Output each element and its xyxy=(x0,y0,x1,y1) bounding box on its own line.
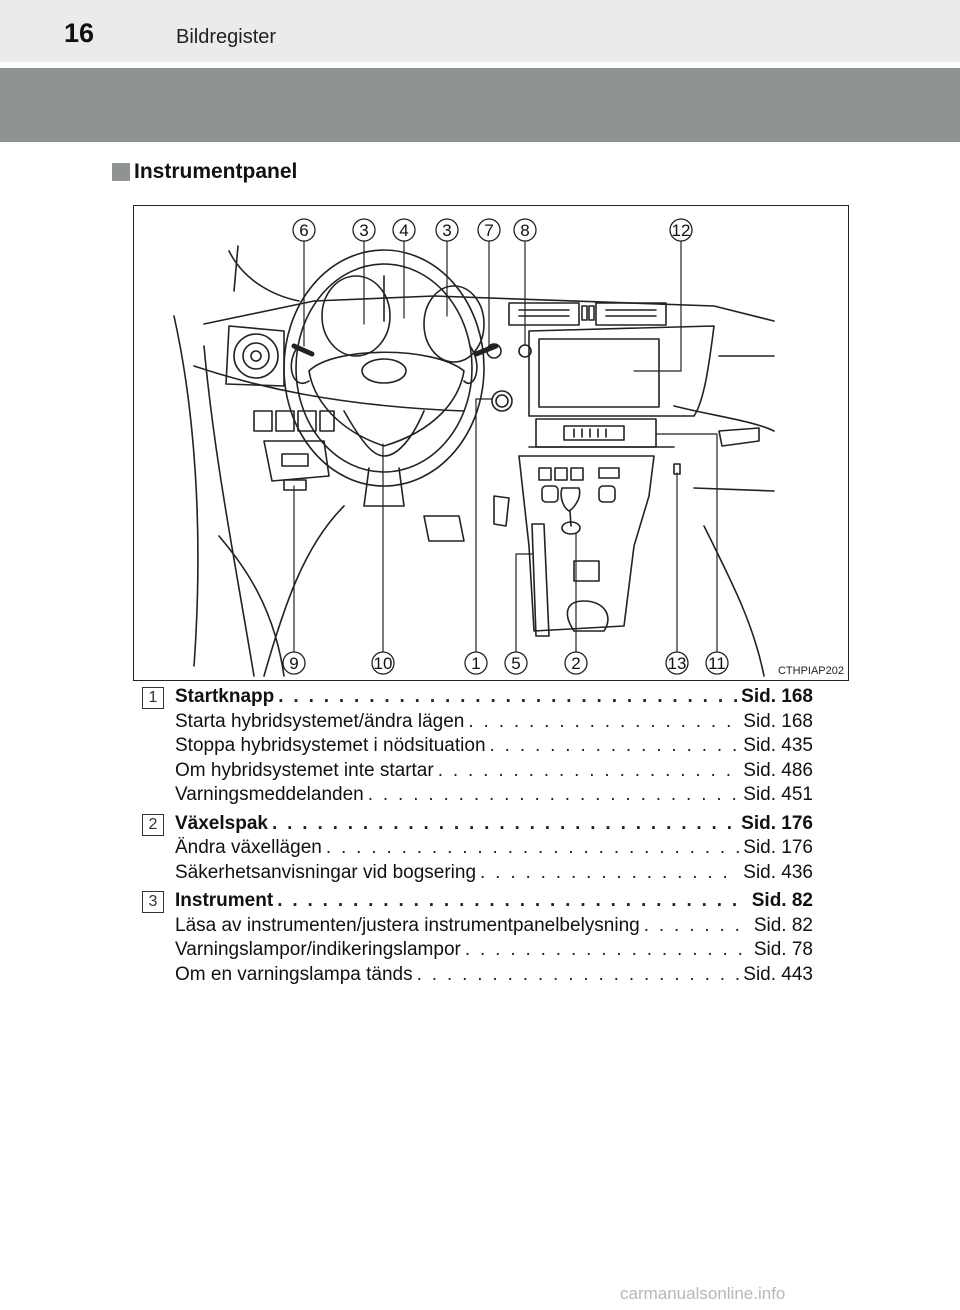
page-heading: Bildregister xyxy=(176,26,277,48)
entry-main-line[interactable]: Instrument Sid. 82 xyxy=(175,890,813,915)
section-bullet-icon xyxy=(112,163,130,181)
index-entry: 2 VäxelspakSid. 176 Ändra växellägenSid.… xyxy=(142,813,822,887)
entry-label: Varningslampor/indikeringslampor xyxy=(175,939,461,960)
page-ref-link[interactable]: Sid. 486 xyxy=(743,759,813,781)
entry-main-line[interactable]: Startknapp Sid. 168 xyxy=(175,686,813,711)
entry-sub-line[interactable]: Varningslampor/indikeringslampor Sid. 78 xyxy=(175,939,813,964)
leader-dots xyxy=(465,939,750,961)
page-ref-link[interactable]: Sid. 168 xyxy=(741,686,813,707)
leader-dots xyxy=(438,760,740,782)
page-ref-link[interactable]: Sid. 78 xyxy=(753,939,813,960)
leader-dots xyxy=(326,837,739,859)
watermark-text: carmanualsonline.info xyxy=(620,1284,786,1303)
entry-sub-line[interactable]: Stoppa hybridsystemet i nödsituation Sid.… xyxy=(175,735,813,760)
callout-top: 6 xyxy=(299,221,308,240)
entry-label: Säkerhetsanvisningar vid bogsering xyxy=(175,861,477,883)
callout-bottom: 2 xyxy=(571,654,580,673)
entry-label: Instrument xyxy=(175,890,274,911)
leader-dots xyxy=(272,813,737,835)
callout-top: 3 xyxy=(359,221,368,240)
dashboard-illustration: 6 3 4 3 7 8 12 9 10 1 5 2 13 11 xyxy=(173,218,775,677)
dashboard-figure: 6 3 4 3 7 8 12 9 10 1 5 2 13 11 CTHPIAP2… xyxy=(133,205,849,681)
index-entry: 3 InstrumentSid. 82 Läsa av instrumenten… xyxy=(142,890,822,988)
callout-top: 4 xyxy=(399,221,408,240)
entry-label: Om hybridsystemet inte startar xyxy=(175,759,434,781)
entry-sub-line[interactable]: Om en varningslampa tänds Sid. 443 xyxy=(175,964,813,989)
leader-dots xyxy=(468,711,739,733)
callout-bottom: 9 xyxy=(289,654,298,673)
section-heading: Instrumentpanel xyxy=(112,157,297,187)
page-ref-link[interactable]: Sid. 82 xyxy=(753,914,813,936)
callout-bottom: 13 xyxy=(668,654,687,673)
callout-bottom: 5 xyxy=(511,654,520,673)
entry-label: Ändra växellägen xyxy=(175,837,322,858)
entry-label: Starta hybridsystemet/ändra lägen xyxy=(175,710,465,732)
entry-marker: 2 xyxy=(142,813,164,836)
leader-dots xyxy=(480,862,739,884)
page-ref-link[interactable]: Sid. 176 xyxy=(741,812,813,834)
section-title: Instrumentpanel xyxy=(134,160,298,183)
page-ref-link[interactable]: Sid. 436 xyxy=(743,861,813,883)
callout-top: 12 xyxy=(672,221,691,240)
callout-bottom: 1 xyxy=(471,654,480,673)
entry-label: Startknapp xyxy=(175,686,275,707)
leader-dots xyxy=(417,964,740,986)
entry-label: Läsa av instrumenten/justera instrumentp… xyxy=(175,914,640,936)
callout-bottom: 10 xyxy=(374,654,393,673)
index-entries: 1 StartknappSid. 168 Starta hybridsystem… xyxy=(142,686,822,992)
page-ref-link[interactable]: Sid. 168 xyxy=(743,710,813,732)
page-ref-link[interactable]: Sid. 82 xyxy=(751,890,813,911)
entry-main-line[interactable]: Växelspak Sid. 176 xyxy=(175,813,813,838)
leader-dots xyxy=(644,915,750,937)
entry-sub-line[interactable]: Ändra växellägen Sid. 176 xyxy=(175,837,813,862)
callout-top: 8 xyxy=(520,221,529,240)
entry-sub-line[interactable]: Säkerhetsanvisningar vid bogsering Sid. 4… xyxy=(175,862,813,887)
page-ref-link[interactable]: Sid. 443 xyxy=(743,963,813,985)
leader-dots xyxy=(368,784,740,806)
page-number: 16 xyxy=(64,18,95,48)
figure-code: CTHPIAP202 xyxy=(777,665,844,677)
entry-sub-line[interactable]: Varningsmeddelanden Sid. 451 xyxy=(175,784,813,809)
page-ref-link[interactable]: Sid. 435 xyxy=(743,735,813,756)
header-band xyxy=(0,68,960,142)
leader-dots xyxy=(277,890,748,912)
leader-dots xyxy=(278,686,737,708)
entry-label: Stoppa hybridsystemet i nödsituation xyxy=(175,735,486,756)
entry-label: Om en varningslampa tänds xyxy=(175,963,413,985)
entry-label: Växelspak xyxy=(175,812,268,834)
index-entry: 1 StartknappSid. 168 Starta hybridsystem… xyxy=(142,686,822,809)
entry-sub-line[interactable]: Om hybridsystemet inte startar Sid. 486 xyxy=(175,760,813,785)
entry-marker: 3 xyxy=(142,891,164,913)
entry-sub-line[interactable]: Starta hybridsystemet/ändra lägen Sid. 16… xyxy=(175,711,813,736)
callout-top: 3 xyxy=(442,221,451,240)
page-header: 16 Bildregister xyxy=(0,0,960,62)
entry-sub-line[interactable]: Läsa av instrumenten/justera instrumentp… xyxy=(175,915,813,940)
entry-marker: 1 xyxy=(142,687,164,709)
page-ref-link[interactable]: Sid. 451 xyxy=(743,784,813,805)
entry-label: Varningsmeddelanden xyxy=(175,784,364,805)
callout-top: 7 xyxy=(484,221,493,240)
leader-dots xyxy=(490,735,740,757)
callout-bottom: 11 xyxy=(708,654,726,673)
page-ref-link[interactable]: Sid. 176 xyxy=(743,837,813,858)
